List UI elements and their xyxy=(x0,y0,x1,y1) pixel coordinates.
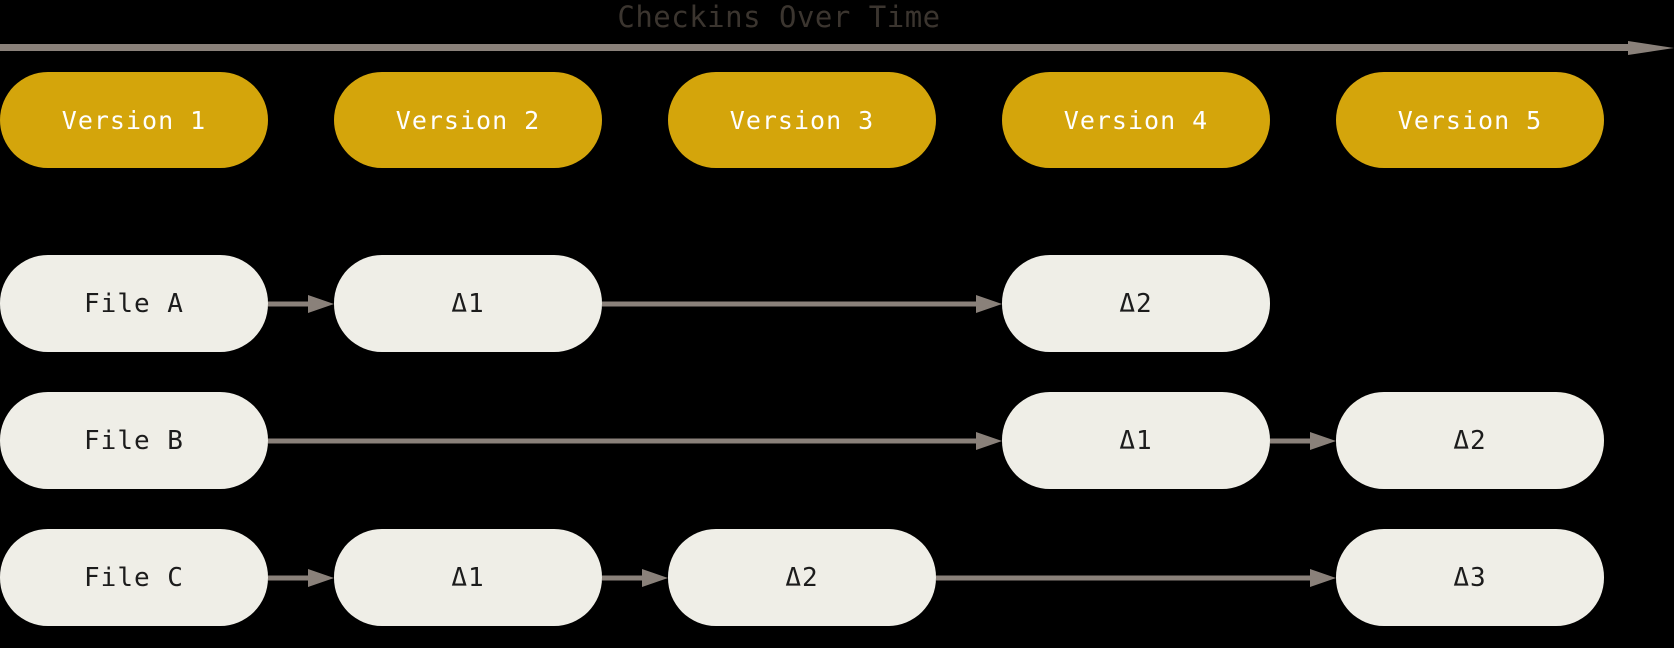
arrow-file-a-2-to-4-icon xyxy=(602,294,1002,314)
file-row-file-a: File A Δ1 Δ2 xyxy=(0,255,1674,352)
delta-box-file-b-v5[interactable]: Δ2 xyxy=(1336,392,1604,489)
delta-box-file-c-v3[interactable]: Δ2 xyxy=(668,529,936,626)
delta-box-file-c-v2[interactable]: Δ1 xyxy=(334,529,602,626)
version-pill-5[interactable]: Version 5 xyxy=(1336,72,1604,168)
delta-box-file-a-v4[interactable]: Δ2 xyxy=(1002,255,1270,352)
file-row-file-b: File B Δ1 Δ2 xyxy=(0,392,1674,489)
version-pill-1[interactable]: Version 1 xyxy=(0,72,268,168)
file-label-box-file-c[interactable]: File C xyxy=(0,529,268,626)
arrow-file-c-2-to-3-icon xyxy=(602,568,668,588)
version-pill-4[interactable]: Version 4 xyxy=(1002,72,1270,168)
version-pill-3[interactable]: Version 3 xyxy=(668,72,936,168)
version-pill-2[interactable]: Version 2 xyxy=(334,72,602,168)
arrow-file-c-3-to-5-icon xyxy=(936,568,1336,588)
diagram-title: Checkins Over Time xyxy=(617,0,941,34)
arrow-file-b-4-to-5-icon xyxy=(1270,431,1336,451)
arrow-file-a-1-to-2-icon xyxy=(268,294,334,314)
version-header-row: Version 1 Version 2 Version 3 Version 4 Vers… xyxy=(0,72,1674,168)
delta-box-file-b-v4[interactable]: Δ1 xyxy=(1002,392,1270,489)
delta-box-file-a-v2[interactable]: Δ1 xyxy=(334,255,602,352)
file-label-box-file-a[interactable]: File A xyxy=(0,255,268,352)
arrow-file-b-1-to-4-icon xyxy=(268,431,1002,451)
arrow-file-c-1-to-2-icon xyxy=(268,568,334,588)
file-label-box-file-b[interactable]: File B xyxy=(0,392,268,489)
file-row-file-c: File C Δ1 Δ2 Δ3 xyxy=(0,529,1674,626)
timeline-arrow-icon xyxy=(0,40,1674,55)
delta-box-file-c-v5[interactable]: Δ3 xyxy=(1336,529,1604,626)
